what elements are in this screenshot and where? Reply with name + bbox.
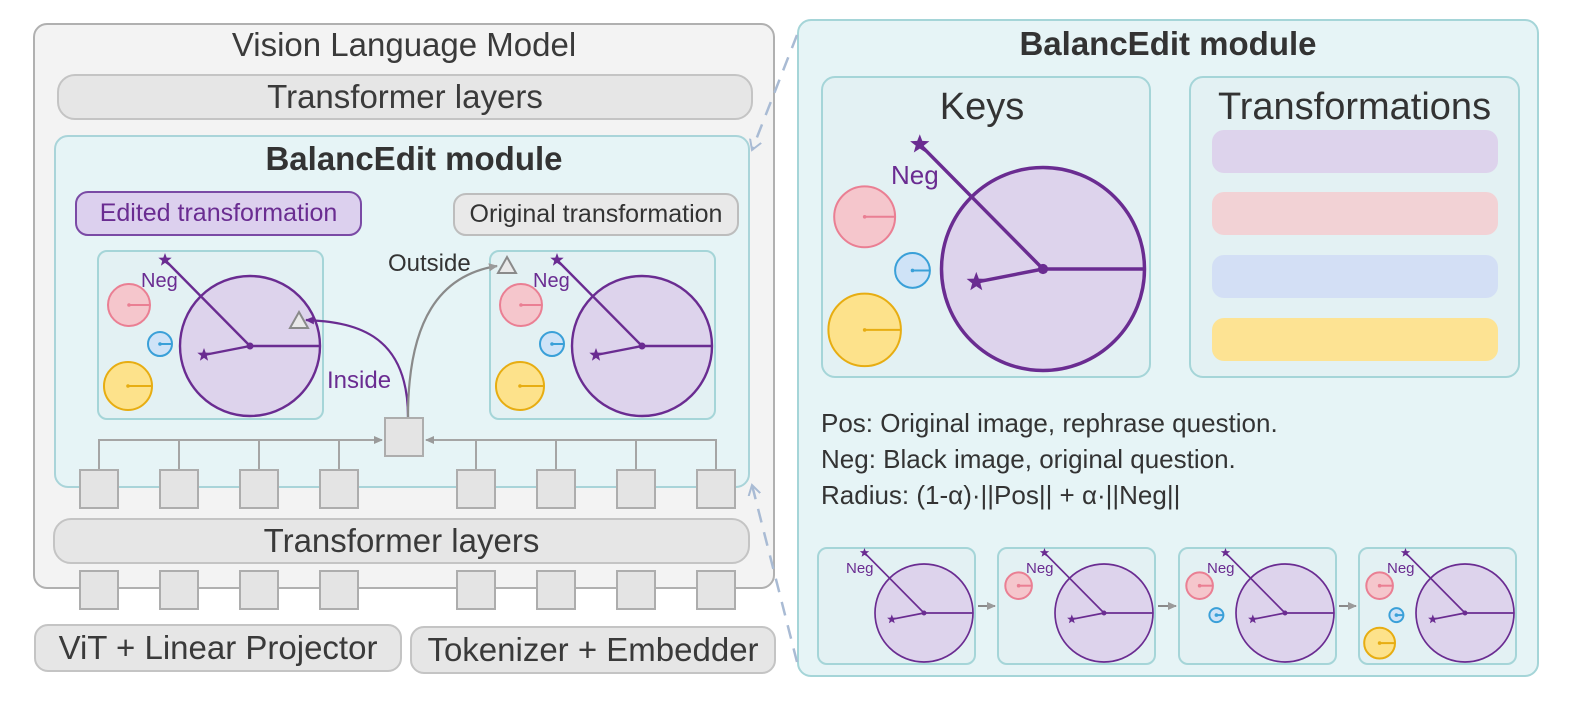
- original-transformation-badge: Original transformation: [453, 193, 739, 236]
- input-token: [79, 570, 119, 610]
- keys-neg-label: Neg: [891, 160, 939, 190]
- transformation-bar-yellow: [1212, 318, 1498, 361]
- outside-label: Outside: [388, 250, 471, 277]
- token: [616, 469, 656, 509]
- inside-label: Inside: [327, 367, 392, 394]
- legend-neg: Neg: Black image, original question.: [821, 444, 1236, 474]
- sequence-panel-2: [997, 547, 1156, 665]
- keys-radius-label: Radius: [1048, 275, 1129, 305]
- token: [319, 469, 359, 509]
- sequence-panel-4: [1358, 547, 1517, 665]
- transformer-layers-top: Transformer layers: [57, 74, 753, 120]
- edited-transformation-badge: Edited transformation: [75, 191, 362, 236]
- right-radius-label: radius: [645, 346, 700, 368]
- vit-linear-projector: ViT + Linear Projector: [34, 624, 402, 672]
- transformation-bar-pink: [1212, 192, 1498, 235]
- seq-4-neg: Neg: [1387, 560, 1415, 577]
- input-token: [616, 570, 656, 610]
- legend-radius: Radius: (1-α)·||Pos|| + α·||Neg||: [821, 480, 1181, 510]
- token: [456, 469, 496, 509]
- token: [159, 469, 199, 509]
- seq-2-neg: Neg: [1026, 560, 1054, 577]
- input-token: [159, 570, 199, 610]
- query-token: [384, 417, 424, 457]
- input-token: [319, 570, 359, 610]
- keys-pos-label: Pos: [976, 294, 1021, 324]
- seq-1-neg: Neg: [846, 560, 874, 577]
- token: [239, 469, 279, 509]
- seq-4-pos: Pos: [1432, 624, 1458, 641]
- right-key-panel: [489, 250, 716, 420]
- seq-1-radius: radius: [926, 613, 967, 630]
- seq-2-pos: Pos: [1071, 624, 1097, 641]
- transformation-bar-blue: [1212, 255, 1498, 298]
- left-radius-label: radius: [253, 346, 308, 368]
- token: [536, 469, 576, 509]
- token: [696, 469, 736, 509]
- sequence-panel-3: [1178, 547, 1337, 665]
- input-token: [696, 570, 736, 610]
- sequence-panel-1: [817, 547, 976, 665]
- input-token: [536, 570, 576, 610]
- left-key-panel: [97, 250, 324, 420]
- vlm-title: Vision Language Model: [231, 26, 577, 63]
- legend-pos: Pos: Original image, rephrase question.: [821, 408, 1278, 438]
- transformations-title: Transformations: [1217, 86, 1492, 128]
- input-token: [239, 570, 279, 610]
- seq-3-radius: radius: [1287, 613, 1328, 630]
- left-neg-label: Neg: [141, 270, 178, 292]
- transformation-bar-purple: [1212, 130, 1498, 173]
- token: [79, 469, 119, 509]
- seq-1-pos: Pos: [891, 624, 917, 641]
- right-pos-label: Pos: [596, 361, 631, 383]
- seq-3-neg: Neg: [1207, 560, 1235, 577]
- seq-4-radius: radius: [1467, 613, 1508, 630]
- left-pos-label: Pos: [204, 361, 239, 383]
- keys-title: Keys: [939, 86, 1025, 128]
- transformer-layers-bottom: Transformer layers: [53, 518, 750, 564]
- seq-2-radius: radius: [1106, 613, 1147, 630]
- seq-3-pos: Pos: [1252, 624, 1278, 641]
- right-neg-label: Neg: [533, 270, 570, 292]
- tokenizer-embedder: Tokenizer + Embedder: [410, 626, 776, 674]
- input-token: [456, 570, 496, 610]
- inner-module-title: BalancEdit module: [265, 140, 563, 177]
- detail-title: BalancEdit module: [1019, 25, 1317, 62]
